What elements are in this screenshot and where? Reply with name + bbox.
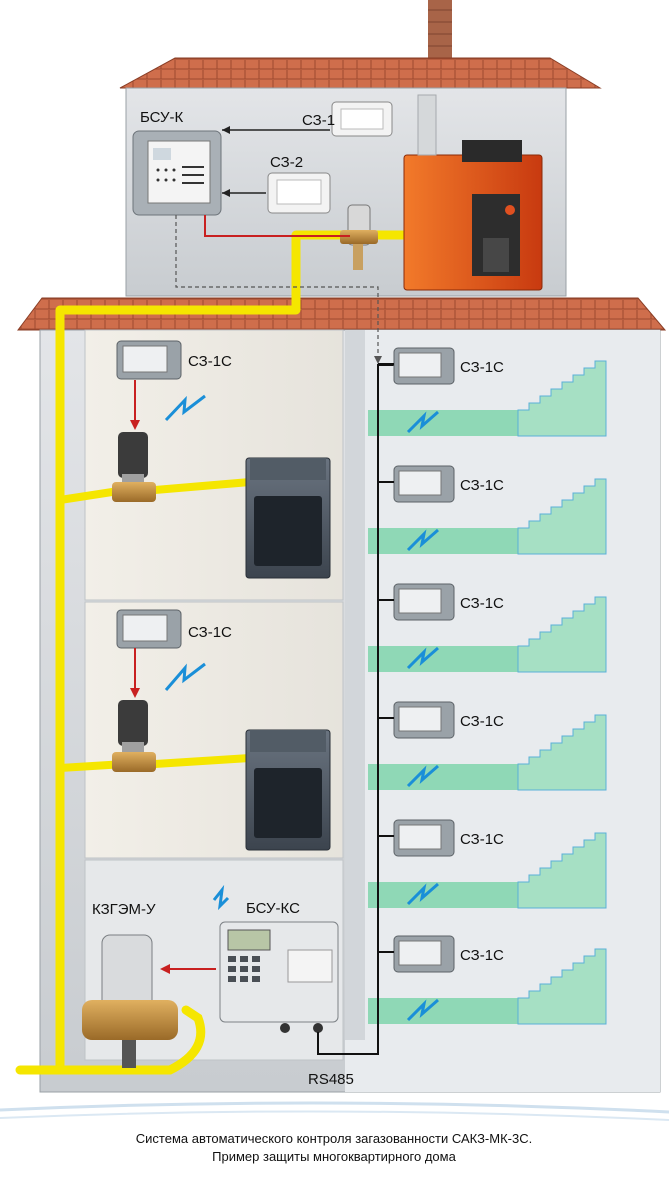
bottom-decoration: [0, 1101, 669, 1121]
wireless-icon: [406, 528, 439, 552]
label-stair-sensor: СЗ-1С: [460, 595, 504, 612]
boiler-valve-icon: [340, 204, 378, 270]
stairwell: [345, 330, 660, 1092]
stair-sensor: СЗ-1С: [378, 347, 504, 434]
bus-link: [175, 215, 379, 360]
wireless-icon: [406, 764, 439, 788]
caption-line-1: Система автоматического контроля загазов…: [136, 1131, 532, 1146]
wireless-2-icon: [164, 662, 206, 691]
label-apt2-sensor: СЗ-1С: [188, 624, 232, 641]
label-rs485: RS485: [308, 1071, 354, 1088]
stair-sensor: СЗ-1С: [378, 465, 504, 552]
label-kzgem: КЗГЭМ-У: [92, 901, 156, 918]
stair-flight: [368, 596, 607, 673]
stair-flight: [368, 478, 607, 555]
chimney: [428, 0, 452, 62]
stair-flight: [368, 714, 607, 791]
sz1-sensor: [331, 101, 393, 137]
sz2-sensor: [267, 172, 331, 214]
label-stair-sensor: СЗ-1С: [460, 947, 504, 964]
staircase: [368, 360, 607, 1025]
label-sz2: СЗ-2: [270, 154, 303, 171]
label-bsu-k: БСУ-К: [140, 109, 184, 126]
upper-roof: [119, 57, 602, 89]
stair-sensor: СЗ-1С: [378, 583, 504, 670]
wireless-icon: [406, 646, 439, 670]
stair-flight: [368, 948, 607, 1025]
wireless-1-icon: [164, 394, 206, 422]
wireless-icon: [406, 882, 439, 906]
apt1-sensor: [116, 340, 182, 380]
apt2-valve: [112, 700, 156, 772]
wireless-3-icon: [212, 884, 230, 911]
stair-flight: [368, 832, 607, 909]
wireless-icon: [406, 410, 439, 434]
label-sz1: СЗ-1: [302, 112, 335, 129]
label-apt1-sensor: СЗ-1С: [188, 353, 232, 370]
kzgem-valve: [82, 934, 178, 1068]
apt1-stove: [245, 457, 331, 579]
stair-flight: [368, 360, 607, 437]
apt2-stove: [245, 729, 331, 851]
stair-sensor: СЗ-1С: [378, 819, 504, 906]
apt2-sensor: [116, 609, 182, 649]
label-stair-sensor: СЗ-1С: [460, 359, 504, 376]
bsu-ks-unit: [219, 921, 339, 1033]
caption-line-2: Пример защиты многоквартирного дома: [212, 1149, 456, 1164]
label-stair-sensor: СЗ-1С: [460, 713, 504, 730]
stair-sensor: СЗ-1С: [378, 935, 504, 1022]
label-bsu-ks: БСУ-КС: [246, 900, 300, 917]
stair-sensor: СЗ-1С: [378, 701, 504, 788]
label-stair-sensor: СЗ-1С: [460, 477, 504, 494]
label-stair-sensor: СЗ-1С: [460, 831, 504, 848]
stair-sensors: СЗ-1С СЗ-1С СЗ-1С СЗ-1С СЗ-1С СЗ-1С: [378, 347, 504, 1022]
bsu-k-unit: [132, 130, 222, 216]
gas-inlet: [15, 1005, 206, 1075]
apt1-valve: [112, 432, 156, 502]
wireless-icon: [406, 998, 439, 1022]
boiler: [403, 94, 543, 291]
